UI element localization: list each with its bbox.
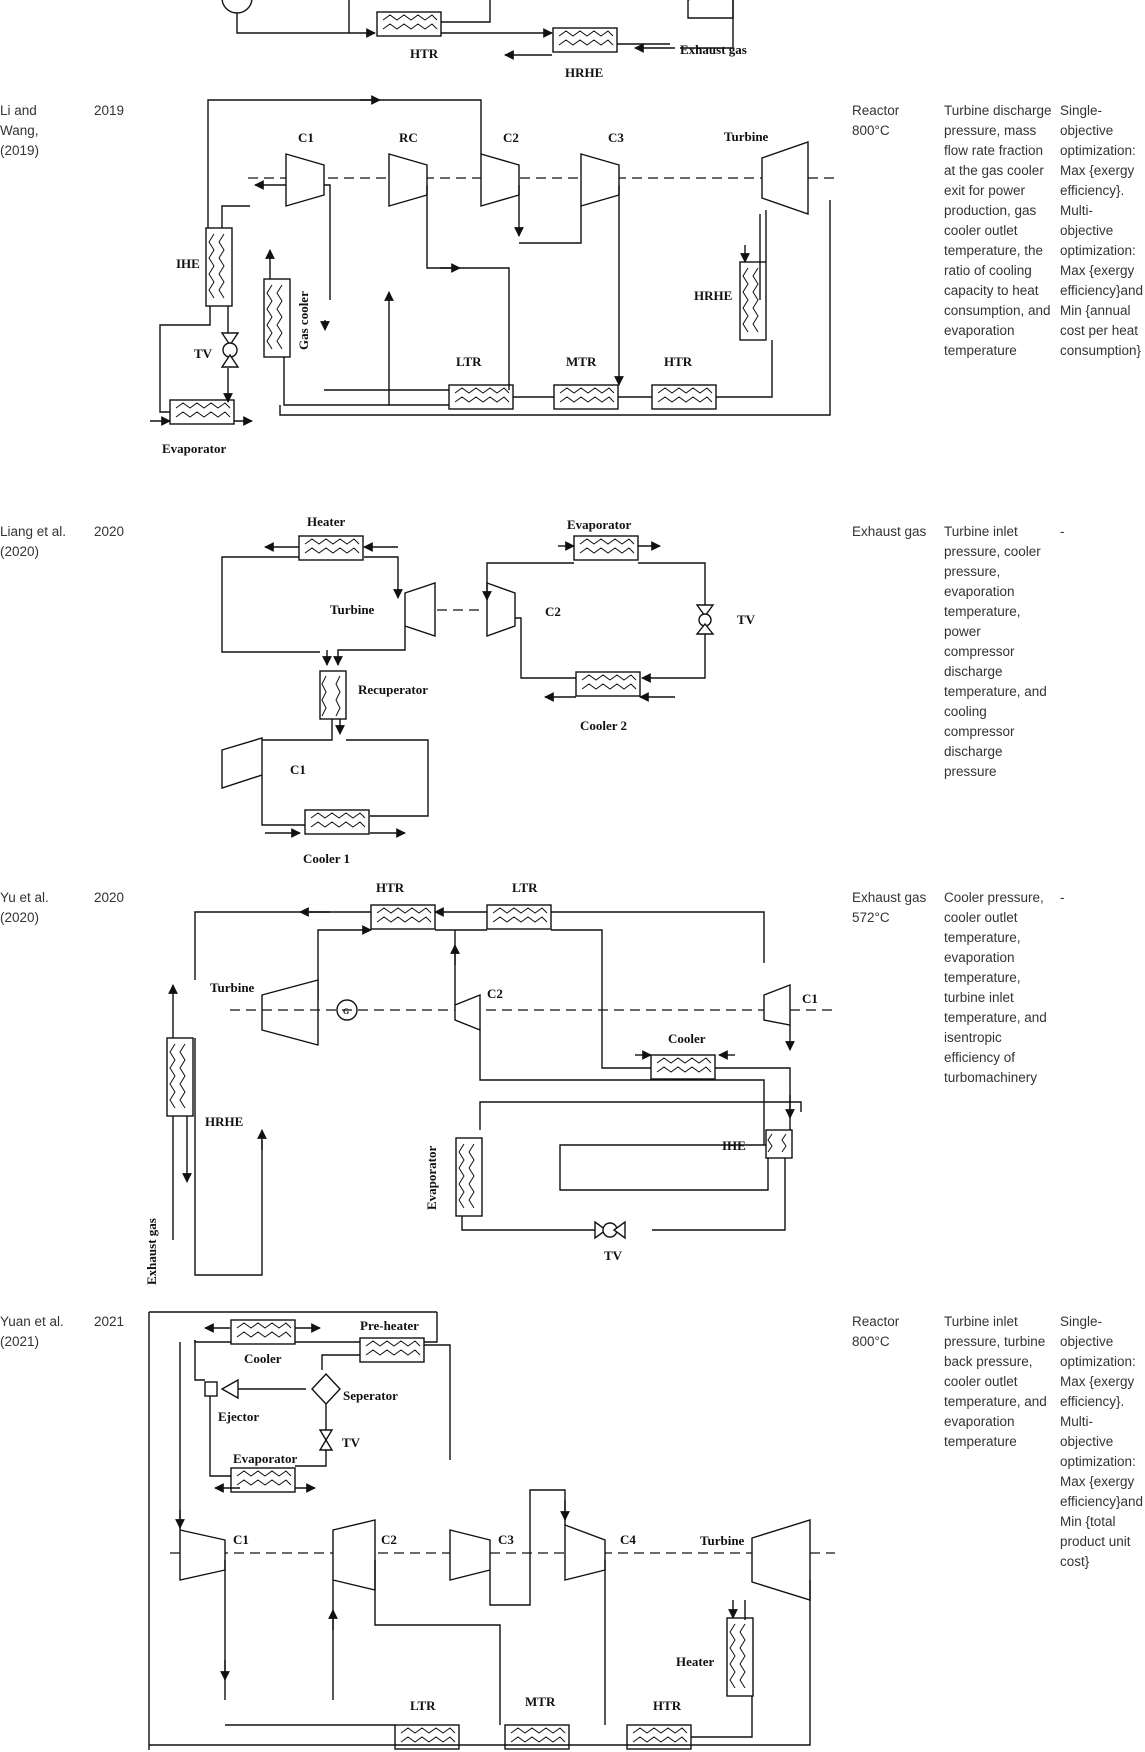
c4-compressor-4 <box>564 1523 606 1581</box>
hrhe-label: HRHE <box>694 288 732 303</box>
row1-optimization: Single-objective optimization: Max {exer… <box>1060 103 1144 358</box>
gas-cooler-label: Gas cooler <box>296 291 311 350</box>
turbine2-label: Turbine <box>330 602 375 617</box>
diagram-liang: Heater Turbine C2 Evaporator TV Cooler 2… <box>221 514 756 866</box>
c2b-label: C2 <box>545 604 561 619</box>
c1c-label: C1 <box>802 991 818 1006</box>
c3-label: C3 <box>608 130 624 145</box>
row4-source: Reactor 800°C <box>852 1314 900 1349</box>
c3d-label: C3 <box>498 1532 514 1547</box>
row3-optimization: - <box>1060 890 1065 905</box>
row2-source: Exhaust gas <box>852 524 927 539</box>
c2-compressor-4 <box>332 1519 376 1591</box>
ejector-label: Ejector <box>218 1409 259 1424</box>
preheater-label: Pre-heater <box>360 1318 419 1333</box>
c1-compressor-3 <box>763 983 791 1026</box>
tv-label: TV <box>194 346 213 361</box>
cooler3-label: Cooler <box>668 1031 706 1046</box>
evaporator-label: Evaporator <box>162 441 227 456</box>
recuperator-label: Recuperator <box>358 682 428 697</box>
exhaust-gas-label: Exhaust gas <box>144 1218 159 1285</box>
row1-year: 2019 <box>94 103 125 118</box>
c2-label: C2 <box>503 130 519 145</box>
row2-params: Turbine inlet pressure, cooler pressure,… <box>944 524 1047 779</box>
turbine3-label: Turbine <box>210 980 255 995</box>
turbine <box>761 141 809 215</box>
top-htr-label: HTR <box>410 46 439 61</box>
top-hrhe-label: HRHE <box>565 65 603 80</box>
turbine-3 <box>261 979 319 1046</box>
ltr-label: LTR <box>456 354 482 369</box>
generator-label: G <box>343 1007 349 1016</box>
c2-compressor <box>480 153 520 207</box>
ltr4-label: LTR <box>410 1698 436 1713</box>
row3-author: Yu et al. (2020) <box>0 890 49 925</box>
row4-author: Yuan et al. (2021) <box>0 1314 64 1349</box>
turbine4-label: Turbine <box>700 1533 745 1548</box>
hrhe3-label: HRHE <box>205 1114 243 1129</box>
cooler1-label: Cooler 1 <box>303 851 350 866</box>
row3-params: Cooler pressure, cooler outlet temperatu… <box>944 890 1047 1085</box>
diagram-li-wang: C1 RC C2 C3 Turbine IHE Gas cooler HRHE … <box>150 95 835 456</box>
c2-compressor-3 <box>454 993 481 1032</box>
htr3-label: HTR <box>376 880 405 895</box>
c1d-label: C1 <box>233 1532 249 1547</box>
ihe-label: IHE <box>176 256 200 271</box>
heater4-label: Heater <box>676 1654 714 1669</box>
c2c-label: C2 <box>487 986 503 1001</box>
top-exhaust-label: Exhaust gas <box>680 42 747 57</box>
seperator-label: Seperator <box>343 1388 398 1403</box>
turbine-4 <box>751 1519 811 1601</box>
mtr4-label: MTR <box>525 1694 556 1709</box>
heater-label: Heater <box>307 514 345 529</box>
row4-optimization: Single-objective optimization: Max {exer… <box>1060 1314 1144 1569</box>
row3-year: 2020 <box>94 890 125 905</box>
row4-year: 2021 <box>94 1314 125 1329</box>
c1-compressor <box>285 153 325 207</box>
tv3-label: TV <box>604 1248 623 1263</box>
c1-compressor-2 <box>221 737 263 789</box>
row4-params: Turbine inlet pressure, turbine back pre… <box>944 1314 1047 1449</box>
tv4-label: TV <box>342 1435 361 1450</box>
row1-author: Li and Wang, (2019) <box>0 103 40 158</box>
c3-compressor <box>580 153 620 207</box>
evaporator2-label: Evaporator <box>567 517 632 532</box>
c2-compressor-2 <box>486 582 516 637</box>
row2-author: Liang et al. (2020) <box>0 524 67 559</box>
row1-params: Turbine discharge pressure, mass flow ra… <box>944 103 1052 358</box>
diagram-yuan: Cooler Pre-heater Ejector Seperator TV E… <box>148 1311 835 1750</box>
row3-source: Exhaust gas 572°C <box>852 890 927 925</box>
row1-source: Reactor 800°C <box>852 103 900 138</box>
turbine-2 <box>404 582 436 637</box>
diagram-yu: HTR LTR Turbine G C2 C1 Cooler HRHE <box>144 880 835 1285</box>
turbine-label: Turbine <box>724 129 769 144</box>
evaporator4-label: Evaporator <box>233 1451 298 1466</box>
mtr-label: MTR <box>566 354 597 369</box>
rc-label: RC <box>399 130 418 145</box>
c1-compressor-4 <box>179 1529 226 1581</box>
c4d-label: C4 <box>620 1532 636 1547</box>
c2d-label: C2 <box>381 1532 397 1547</box>
cooler2-label: Cooler 2 <box>580 718 627 733</box>
rc-compressor <box>388 153 428 207</box>
c3-compressor-4 <box>449 1529 491 1581</box>
row2-year: 2020 <box>94 524 125 539</box>
separator <box>311 1372 341 1406</box>
c1-label: C1 <box>298 130 314 145</box>
cooler4-label: Cooler <box>244 1351 282 1366</box>
evaporator3-label: Evaporator <box>424 1146 439 1211</box>
htr4-label: HTR <box>653 1698 682 1713</box>
htr-label: HTR <box>664 354 693 369</box>
tv2-label: TV <box>737 612 756 627</box>
c1b-label: C1 <box>290 762 306 777</box>
top-fragment-diagram: HTR HRHE Exhaust gas <box>221 0 747 80</box>
ltr3-label: LTR <box>512 880 538 895</box>
row2-optimization: - <box>1060 524 1065 539</box>
